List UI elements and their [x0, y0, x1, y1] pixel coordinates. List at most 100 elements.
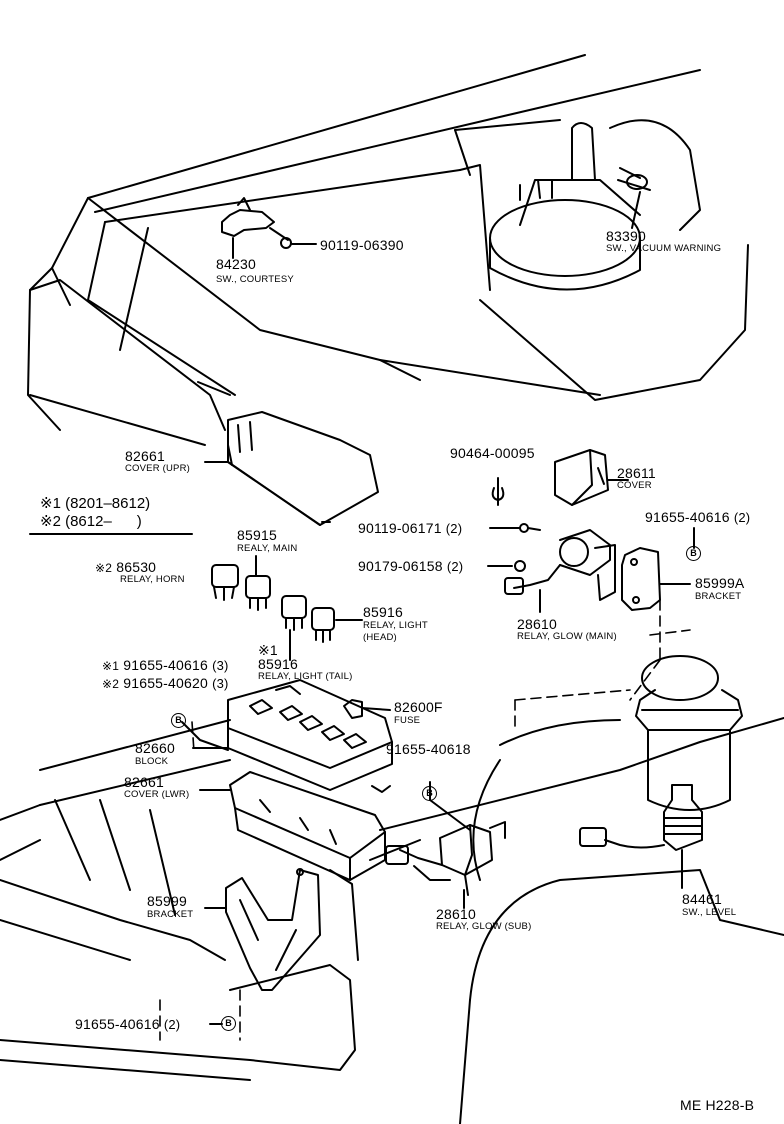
glow-relay-main	[504, 449, 616, 613]
label-90464: 90464-00095	[450, 445, 535, 461]
relay-block	[227, 679, 393, 793]
label-82661-upr-number: 82661	[125, 448, 165, 464]
label-85916-head-number: 85916	[363, 604, 403, 620]
label-85916-tail-mark: ※1	[258, 642, 278, 658]
ref-b-right: B	[686, 546, 701, 562]
label-82600F-desc: FUSE	[394, 715, 421, 726]
leader-83390	[631, 191, 641, 229]
label-90119-06171: 90119-06171 (2)	[358, 521, 462, 535]
upper-body-outline	[27, 54, 749, 446]
label-85916-tail-desc: RELAY, LIGHT (TAIL)	[258, 671, 353, 682]
legend-mark-1: ※1	[40, 495, 61, 512]
label-90179-06158-number: 90179-06158	[358, 558, 443, 574]
label-85999A-desc: BRACKET	[695, 591, 742, 602]
label-28610-main-number: 28610	[517, 616, 557, 632]
fuse	[343, 699, 391, 719]
label-84461-desc: SW., LEVEL	[682, 907, 737, 918]
label-28610-sub-number: 28610	[436, 906, 476, 922]
label-82661-upr-desc: COVER (UPR)	[125, 463, 191, 474]
label-90119-06171-qty: (2)	[445, 521, 463, 536]
label-90179-06158: 90179-06158 (2)	[358, 559, 463, 573]
label-82661-lwr-number: 82661	[124, 774, 164, 790]
ref-b-mid: B	[422, 786, 437, 802]
label-90179-06158-qty: (2)	[446, 559, 464, 574]
label-84230-number: 84230	[216, 256, 256, 272]
cover-upper	[227, 411, 379, 526]
label-83390-number: 83390	[606, 228, 646, 244]
label-28611-desc: COVER	[617, 480, 652, 491]
courtesy-switch	[221, 197, 292, 249]
booster-assembly	[489, 119, 701, 291]
lower-body-outline	[0, 719, 359, 1081]
relay-horn	[211, 564, 239, 601]
label-91655-40618: 91655-40618	[386, 741, 471, 757]
label-90119-06390: 90119-06390	[320, 237, 404, 253]
diagram-code: ME H228-B	[680, 1097, 755, 1113]
ref-b-right-mark: B	[686, 546, 701, 562]
ref-b-block-mark: B	[171, 713, 186, 729]
label-90119-06171-number: 90119-06171	[358, 520, 442, 536]
label-28610-main-desc: RELAY, GLOW (MAIN)	[517, 631, 617, 642]
relay-main	[245, 575, 271, 611]
label-86530-mark: ※2	[95, 561, 113, 575]
legend-row-2: ※2 (8612– )	[40, 514, 142, 529]
label-85915-desc: REALY, MAIN	[237, 543, 298, 554]
label-91655-a-number: 91655-40616	[123, 657, 208, 673]
reservoir-tank	[635, 655, 743, 811]
label-85916-tail-number: 85916	[258, 656, 298, 672]
relay-light-head	[311, 607, 335, 643]
ref-b-mid-mark: B	[422, 786, 437, 802]
label-91655-40616-bottom: 91655-40616 (2)	[75, 1017, 180, 1031]
label-85999-number: 85999	[147, 893, 187, 909]
label-91655-b-qty: (3)	[212, 676, 229, 691]
label-82660-number: 82660	[135, 740, 175, 756]
label-85999-desc: BRACKET	[147, 909, 194, 920]
label-83390-desc: SW., VACUUM WARNING	[606, 243, 722, 254]
label-91655-bottom-number: 91655-40616	[75, 1016, 160, 1032]
label-86530-number: ※2 86530	[95, 560, 156, 574]
legend-mark-2: ※2	[40, 513, 61, 530]
label-85999A-number: 85999A	[695, 575, 745, 591]
legend-range-2: (8612– )	[65, 513, 142, 530]
label-91655-bottom-qty: (2)	[163, 1017, 181, 1032]
label-91655-a-mark: ※1	[102, 659, 120, 673]
dashed-leaders	[159, 599, 691, 1041]
relay-light-tail	[281, 595, 307, 631]
label-82660-desc: BLOCK	[135, 756, 169, 767]
ref-b-block: B	[171, 713, 186, 729]
glow-relay-sub	[385, 821, 506, 896]
label-84461-number: 84461	[682, 891, 722, 907]
label-85916-head-desc2: (HEAD)	[363, 632, 397, 643]
label-28611-number: 28611	[617, 465, 656, 481]
label-91655-40616-right-qty: (2)	[733, 510, 751, 525]
label-91655-40616-right: 91655-40616 (2)	[645, 510, 750, 524]
label-82661-lwr-desc: COVER (LWR)	[124, 789, 190, 800]
ref-b-bottom-mark: B	[221, 1016, 236, 1032]
label-82600F-number: 82600F	[394, 699, 443, 715]
label-91655-a-qty: (3)	[212, 658, 229, 673]
label-85915-number: 85915	[237, 527, 277, 543]
screw-90119-06171	[519, 523, 529, 533]
label-91655-b-number: 91655-40620	[123, 675, 208, 691]
legend-range-1: (8201–8612)	[65, 495, 151, 512]
label-86530-desc: RELAY, HORN	[120, 574, 185, 585]
label-91655-40616-a: ※1 91655-40616 (3)	[102, 658, 229, 672]
label-86530-part: 86530	[116, 559, 157, 575]
leader-b-block	[181, 721, 229, 751]
label-91655-40620-b: ※2 91655-40620 (3)	[102, 676, 229, 690]
ref-b-bottom: B	[221, 1016, 236, 1032]
level-switch	[579, 784, 703, 851]
clip-90464	[491, 487, 505, 501]
nut-90179-06158	[514, 560, 526, 572]
bracket-left	[225, 868, 321, 991]
label-91655-b-mark: ※2	[102, 677, 120, 691]
label-91655-40616-right-number: 91655-40616	[645, 509, 730, 525]
fender-outline	[369, 717, 784, 1124]
legend-row-1: ※1 (8201–8612)	[40, 496, 150, 511]
leader-90119-06171	[489, 527, 541, 531]
label-85916-head-desc: RELAY, LIGHT	[363, 620, 428, 631]
bracket-right	[621, 547, 661, 611]
label-84230-desc: SW., COURTESY	[216, 274, 294, 285]
label-28610-sub-desc: RELAY, GLOW (SUB)	[436, 921, 532, 932]
